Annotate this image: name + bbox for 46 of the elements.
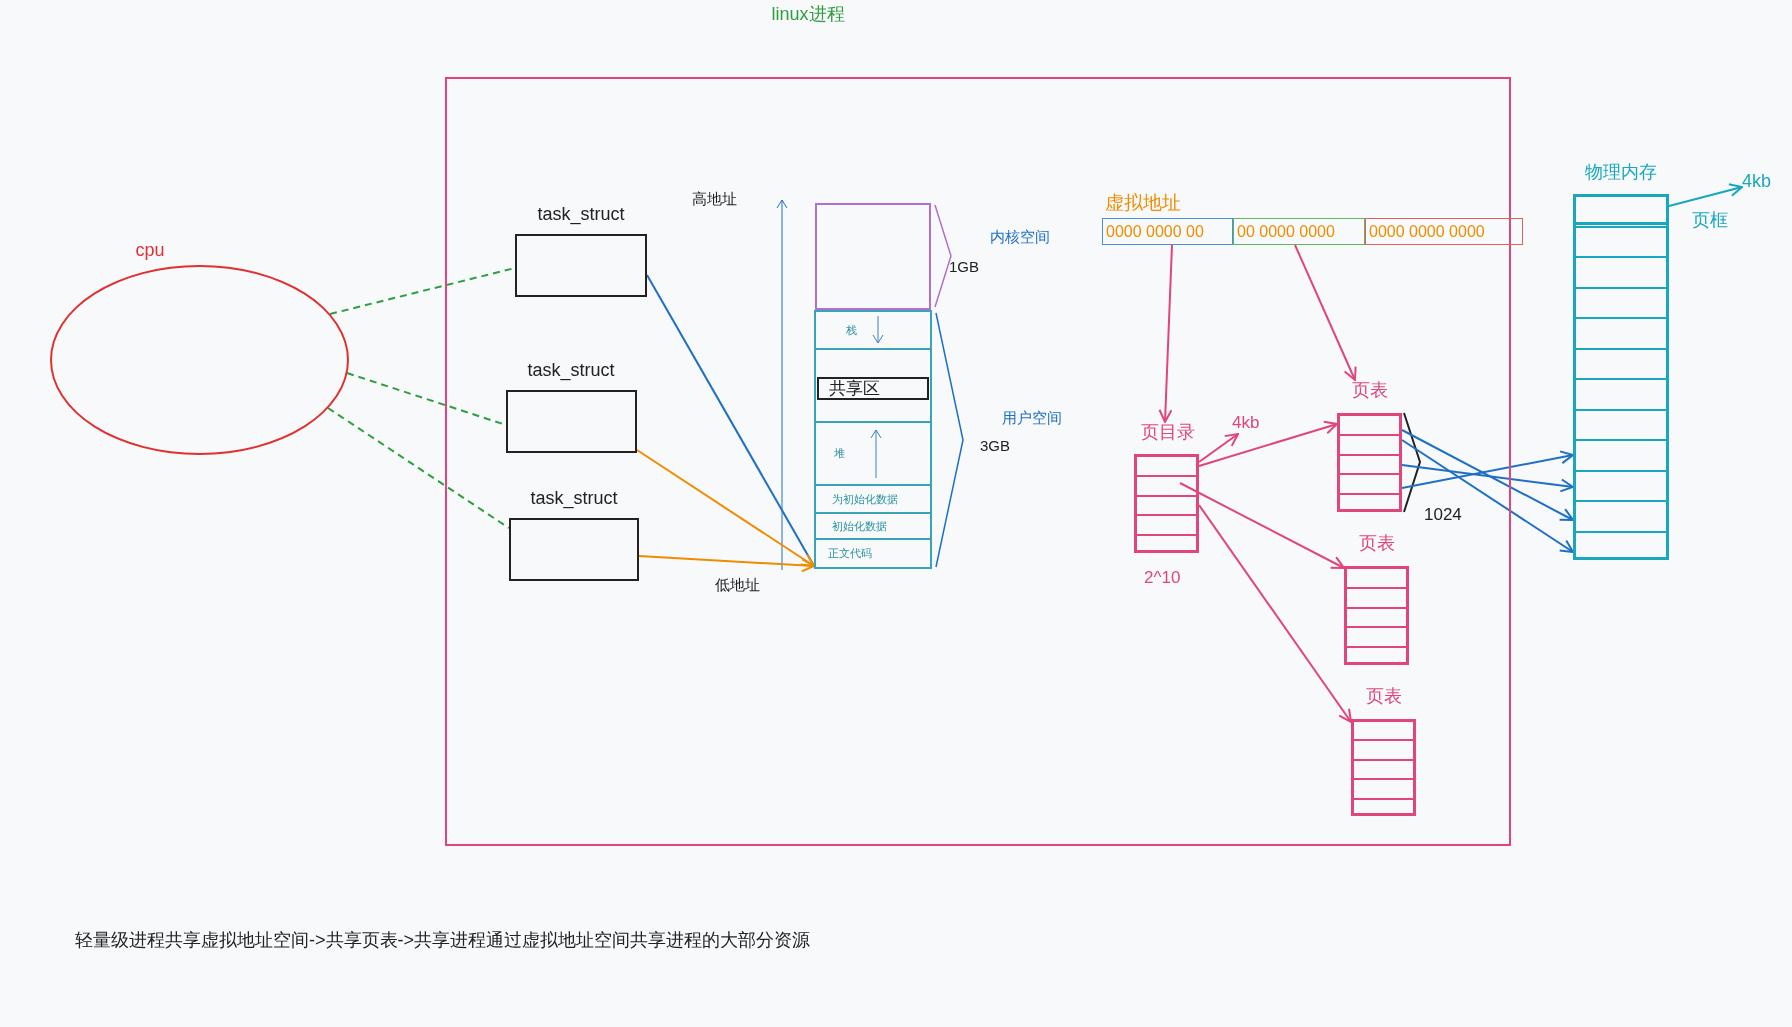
size-label: 2^10 bbox=[1144, 568, 1181, 589]
address-label: 低地址 bbox=[715, 576, 760, 594]
heading: 页表 bbox=[1359, 533, 1395, 555]
region-label: 用户空间 bbox=[1002, 409, 1062, 427]
dashed-line bbox=[327, 407, 510, 529]
arrow bbox=[1401, 464, 1574, 493]
memory-segment: 为初始化数据 bbox=[815, 485, 931, 513]
size-label: 4kb bbox=[1232, 412, 1260, 434]
section-heading: 虚拟地址 bbox=[1105, 192, 1181, 215]
heading: linux进程 bbox=[771, 4, 845, 26]
frame-label: 页框 bbox=[1692, 210, 1728, 232]
count-label: 1024 bbox=[1424, 505, 1462, 526]
heading: task_struct bbox=[530, 488, 618, 510]
memory-segment: 栈 bbox=[815, 311, 931, 349]
size-label: 1GB bbox=[949, 258, 979, 276]
shared-region-box: 共享区 bbox=[817, 377, 929, 400]
memory-segment: 堆 bbox=[815, 422, 931, 485]
memory-segment: 正文代码 bbox=[815, 539, 931, 568]
arrow bbox=[1294, 244, 1357, 381]
heading: 页表 bbox=[1366, 686, 1402, 708]
address-label: 高地址 bbox=[692, 190, 737, 208]
arrow bbox=[1198, 504, 1352, 723]
address-bits-box: 0000 0000 00 bbox=[1102, 218, 1233, 245]
arrow bbox=[1401, 429, 1574, 521]
arrow bbox=[1158, 244, 1173, 423]
heading: cpu bbox=[135, 240, 165, 262]
arrow bbox=[636, 449, 815, 567]
heading: task_struct bbox=[537, 204, 625, 226]
heading: 页目录 bbox=[1141, 422, 1195, 444]
caption: 轻量级进程共享虚拟地址空间->共享页表->共享进程通过虚拟地址空间共享进程的大部分资源 bbox=[75, 930, 810, 952]
arrow bbox=[638, 555, 815, 573]
heading: task_struct bbox=[527, 360, 615, 382]
size-label: 4kb bbox=[1742, 170, 1772, 192]
arrow bbox=[1401, 450, 1574, 489]
arrow bbox=[1179, 482, 1345, 569]
arrow bbox=[1198, 433, 1239, 463]
arrow bbox=[1198, 420, 1338, 467]
memory-segment: 初始化数据 bbox=[815, 513, 931, 539]
arrow bbox=[1668, 183, 1743, 207]
heading: 页表 bbox=[1352, 380, 1388, 402]
heading: 物理内存 bbox=[1585, 162, 1657, 184]
arrow bbox=[1401, 439, 1574, 553]
address-bits-box: 0000 0000 0000 bbox=[1365, 218, 1523, 245]
address-bits-box: 00 0000 0000 bbox=[1233, 218, 1365, 245]
size-label: 3GB bbox=[980, 437, 1010, 455]
region-label: 内核空间 bbox=[990, 228, 1050, 246]
